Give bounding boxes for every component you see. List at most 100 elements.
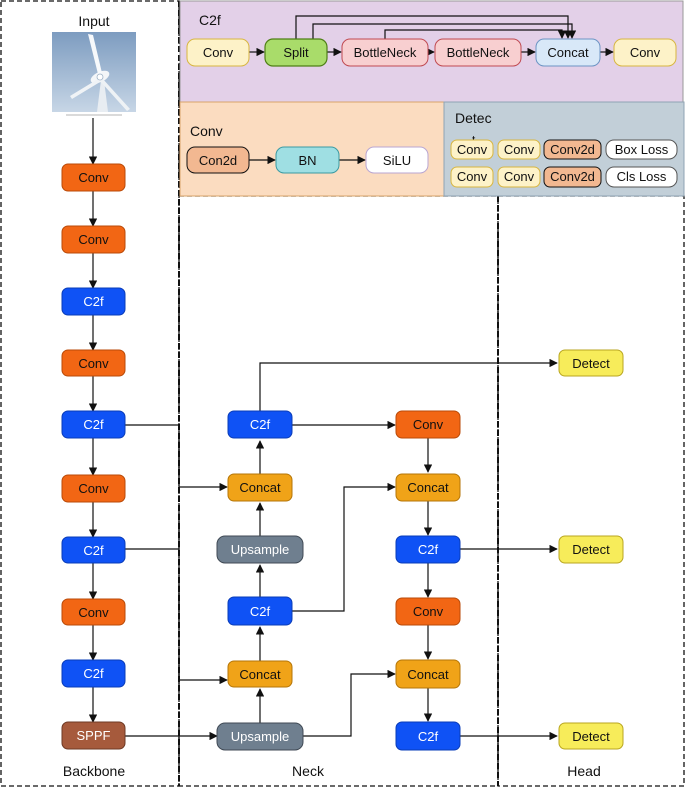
backbone-node-conv-4: Conv: [61, 474, 126, 503]
backbone-label: Backbone: [63, 763, 125, 779]
neck-node-concat-top: Concat: [227, 473, 293, 502]
svg-text:Conv: Conv: [504, 142, 535, 157]
backbone-node-conv-5: Conv: [61, 598, 126, 626]
c2f-panel-concat: Concat: [535, 38, 601, 67]
c2f-panel-split: Split: [264, 38, 328, 67]
neck-label: Neck: [292, 763, 325, 779]
svg-text:SPPF: SPPF: [77, 728, 111, 743]
svg-text:SiLU: SiLU: [383, 153, 411, 168]
svg-text:Conv: Conv: [630, 45, 661, 60]
head-frame: [497, 195, 685, 787]
neck-node-concat-bottom: Concat: [227, 660, 293, 688]
svg-text:BN: BN: [298, 153, 316, 168]
neck-node-upsample-bottom: Upsample: [216, 722, 304, 751]
c2f-panel-nodes: Conv Split BottleNeck BottleNeck Concat …: [186, 38, 677, 67]
backbone-node-conv-2: Conv: [61, 225, 126, 254]
svg-text:Detect: Detect: [572, 356, 610, 371]
neck-node-c2f-right-mid: C2f: [395, 535, 461, 564]
conv-panel-silu: SiLU: [365, 146, 429, 174]
svg-text:Split: Split: [283, 45, 309, 60]
svg-text:Conv2d: Conv2d: [550, 169, 595, 184]
svg-text:C2f: C2f: [83, 417, 104, 432]
detect-row2-cls-loss: Cls Loss: [605, 166, 678, 188]
svg-text:Concat: Concat: [407, 667, 449, 682]
svg-text:Conv: Conv: [457, 169, 488, 184]
backbone-node-c2f-2: C2f: [61, 410, 126, 439]
svg-text:Conv: Conv: [78, 232, 109, 247]
head-label: Head: [567, 763, 600, 779]
detect-row1-conv2d: Conv2d: [543, 139, 602, 160]
svg-text:Concat: Concat: [239, 480, 281, 495]
c2f-panel-bottleneck-2: BottleNeck: [434, 38, 522, 67]
svg-text:C2f: C2f: [250, 417, 271, 432]
edges: [88, 15, 614, 741]
conv-panel-title: Conv: [190, 123, 223, 139]
svg-text:BottleNeck: BottleNeck: [354, 45, 417, 60]
conv-panel-nodes: Con2d BN SiLU: [186, 146, 429, 174]
conv-panel-bn: BN: [275, 146, 340, 174]
svg-text:Detect: Detect: [572, 729, 610, 744]
c2f-panel-bottleneck-1: BottleNeck: [341, 38, 429, 67]
svg-text:Concat: Concat: [547, 45, 589, 60]
head-node-detect-1: Detect: [558, 349, 624, 377]
backbone-node-conv-3: Conv: [61, 349, 126, 377]
c2f-panel-title: C2f: [199, 12, 221, 28]
svg-text:C2f: C2f: [250, 604, 271, 619]
input-image: [52, 32, 136, 116]
svg-text:Conv: Conv: [457, 142, 488, 157]
head-node-detect-3: Detect: [558, 722, 624, 750]
svg-text:Detect: Detect: [572, 542, 610, 557]
input-label: Input: [78, 13, 109, 29]
svg-text:Concat: Concat: [407, 480, 449, 495]
svg-text:Conv: Conv: [78, 481, 109, 496]
neck-node-conv-top: Conv: [395, 410, 461, 439]
detect-row1-conv-1: Conv: [450, 139, 494, 160]
c2f-panel-conv-in: Conv: [186, 38, 250, 67]
backbone-node-c2f-1: C2f: [61, 287, 126, 316]
detect-row2-conv2d: Conv2d: [543, 166, 602, 188]
neck-node-c2f-top: C2f: [227, 410, 293, 439]
detect-row2-conv-1: Conv: [450, 166, 494, 188]
head-nodes: Detect Detect Detect: [558, 349, 624, 750]
svg-text:C2f: C2f: [83, 666, 104, 681]
backbone-node-conv-1: Conv: [61, 163, 126, 192]
neck-node-concat-right-top: Concat: [395, 473, 461, 502]
svg-text:C2f: C2f: [83, 294, 104, 309]
detect-row1-box-loss: Box Loss: [605, 139, 678, 160]
neck-col2-nodes: Conv Concat C2f Conv Concat C2f: [395, 410, 461, 751]
neck-node-c2f-right-bottom: C2f: [395, 721, 461, 751]
detect-row1-conv-2: Conv: [497, 139, 541, 160]
svg-text:Upsample: Upsample: [231, 729, 290, 744]
detect-row2-conv-2: Conv: [497, 166, 541, 188]
svg-text:Conv: Conv: [504, 169, 535, 184]
backbone-nodes: Conv Conv C2f Conv C2f Conv C2f Conv: [61, 163, 126, 750]
svg-text:Conv: Conv: [78, 605, 109, 620]
conv-panel-con2d: Con2d: [186, 146, 250, 174]
head-node-detect-2: Detect: [558, 535, 624, 564]
svg-text:C2f: C2f: [83, 543, 104, 558]
neck-node-concat-right-bottom: Concat: [395, 659, 461, 689]
svg-text:BottleNeck: BottleNeck: [447, 45, 510, 60]
svg-text:Cls Loss: Cls Loss: [617, 169, 667, 184]
neck-node-conv-bottom: Conv: [395, 597, 461, 626]
svg-text:C2f: C2f: [418, 542, 439, 557]
detect-panel-nodes: Conv Conv Conv2d Box Loss Conv Conv Conv…: [450, 139, 678, 188]
svg-text:Conv: Conv: [413, 417, 444, 432]
backbone-node-c2f-3: C2f: [61, 536, 126, 564]
svg-text:C2f: C2f: [418, 729, 439, 744]
neck-col1-nodes: C2f Concat Upsample C2f Concat Upsample: [216, 410, 304, 751]
svg-text:Conv: Conv: [78, 170, 109, 185]
backbone-node-c2f-4: C2f: [61, 659, 126, 688]
svg-text:Conv: Conv: [78, 356, 109, 371]
svg-text:Box Loss: Box Loss: [615, 142, 669, 157]
backbone-node-sppf: SPPF: [61, 721, 126, 750]
svg-text:Con2d: Con2d: [199, 153, 237, 168]
svg-text:Conv: Conv: [203, 45, 234, 60]
svg-text:Conv: Conv: [413, 604, 444, 619]
neck-node-c2f-mid: C2f: [227, 596, 293, 626]
svg-text:Upsample: Upsample: [231, 542, 290, 557]
c2f-panel-conv-out: Conv: [613, 38, 677, 67]
detect-panel-title: Detec: [455, 110, 492, 126]
